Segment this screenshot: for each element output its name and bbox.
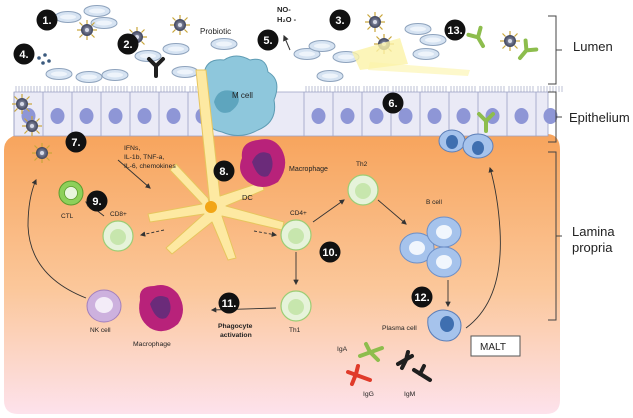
region-epithelium-label: Epithelium [569,110,630,125]
ifns-label: IFNs, [124,145,140,152]
iga-lumen-icon-2 [512,38,539,65]
step-badge-label: 2. [123,39,132,51]
step-badge-label: 6. [388,98,397,110]
malt-box: MALT [470,335,521,357]
plasma-cell-label: Plasma cell [382,325,417,332]
cd4-cell: CD4+ [280,210,312,251]
no-label: NO- [277,5,291,14]
m-cell: M cell [199,55,278,136]
step-badges: 1. 2. 3. 4. 5. 6. 7. 8. 9. 10. 11. 12. 13. [13,9,466,314]
macrophage-bottom-label: Macrophage [133,341,171,348]
th1-cell: Th1 [280,290,312,334]
epithelium-layer [13,86,563,137]
epithelial-nucleus [108,108,123,124]
step-badge [444,19,466,41]
step-badge [117,33,139,55]
metabolite-dots [37,53,51,65]
step-badge-label: 10. [322,247,337,259]
epithelial-nucleus [166,108,181,124]
il1b-label: IL-1b, TNF-a, [124,154,164,161]
macrophage-bottom: Macrophage [133,285,183,348]
epithelial-nucleus [427,108,442,124]
epithelial-nucleus [369,108,384,124]
step-badge [213,160,235,182]
region-brackets [548,15,562,321]
m-cell-label: M cell [232,91,253,100]
epithelial-nucleus [398,108,413,124]
igg-label: IgG [363,391,374,398]
nk-cell-label: NK cell [90,327,111,334]
b-cell-cluster: B cell [399,199,462,278]
b-cell-label: B cell [426,199,442,206]
antibody-legend: IgA IgG IgM [337,342,432,398]
streak-shape [352,38,408,70]
step-badge-label: 13. [447,25,462,37]
macrophage-top-label: Macrophage [289,166,328,173]
ctl-label: CTL [61,213,74,220]
il6-label: IL-6, chemokines [124,163,176,170]
epithelial-nucleus [456,108,471,124]
step-badge-label: 11. [222,298,237,310]
epithelial-nucleus [543,108,558,124]
step-badge-label: 7. [71,137,80,149]
iga-label: IgA [337,346,348,353]
lamina-propria-tissue [4,134,560,414]
step-badge [257,29,279,51]
region-lamina-label: Lamina [572,224,615,239]
igm-label: IgM [404,391,416,398]
epithelial-nucleus [514,108,529,124]
epithelial-nucleus [340,108,355,124]
probiotic-label: Probiotic [200,27,231,36]
step-badge-label: 1. [42,15,51,27]
malt-label: MALT [480,342,506,353]
step-badge [329,9,351,31]
antibody-step2-icon [147,57,165,78]
dc-label: DC [242,193,253,202]
step-badge-label: 5. [263,35,272,47]
macrophage-top: Macrophage [240,139,328,187]
step-badge [65,131,87,153]
th2-cell: Th2 [347,161,379,206]
step-badge [218,292,240,314]
step-badge [382,92,404,114]
step-badge-label: 12. [414,292,429,304]
cd8-label: CD8+ [110,211,127,218]
epithelial-nucleus [79,108,94,124]
step-badge-label: 8. [219,166,228,178]
epithelial-nucleus [137,108,152,124]
nk-cell: NK cell [86,289,122,334]
step-badge [13,43,35,65]
step-badge [86,190,108,212]
phagocyte-label: Phagocyte [218,323,253,330]
epithelial-nucleus [50,108,65,124]
region-propria-label: propria [572,240,613,255]
th1-label: Th1 [289,327,301,334]
step-badge-label: 3. [335,15,344,27]
step-badge-label: 9. [92,196,101,208]
ctl-cell: CTL [58,180,84,220]
cd8-cell: CD8+ [102,211,134,252]
cd4-label: CD4+ [290,210,307,217]
step-badge-label: 4. [19,49,28,61]
streak-shape-2 [368,62,470,76]
th2-label: Th2 [356,161,368,168]
region-lumen-label: Lumen [573,39,613,54]
plasma-cell: Plasma cell [382,309,462,342]
epithelial-nucleus [311,108,326,124]
transcytosis-cells [438,112,495,159]
h2o-label: H₂O - [277,15,297,24]
step-badge [411,286,433,308]
step-badge [36,9,58,31]
iga-lumen-icon [466,25,492,52]
step-badge [319,241,341,263]
activation-label: activation [220,332,252,339]
